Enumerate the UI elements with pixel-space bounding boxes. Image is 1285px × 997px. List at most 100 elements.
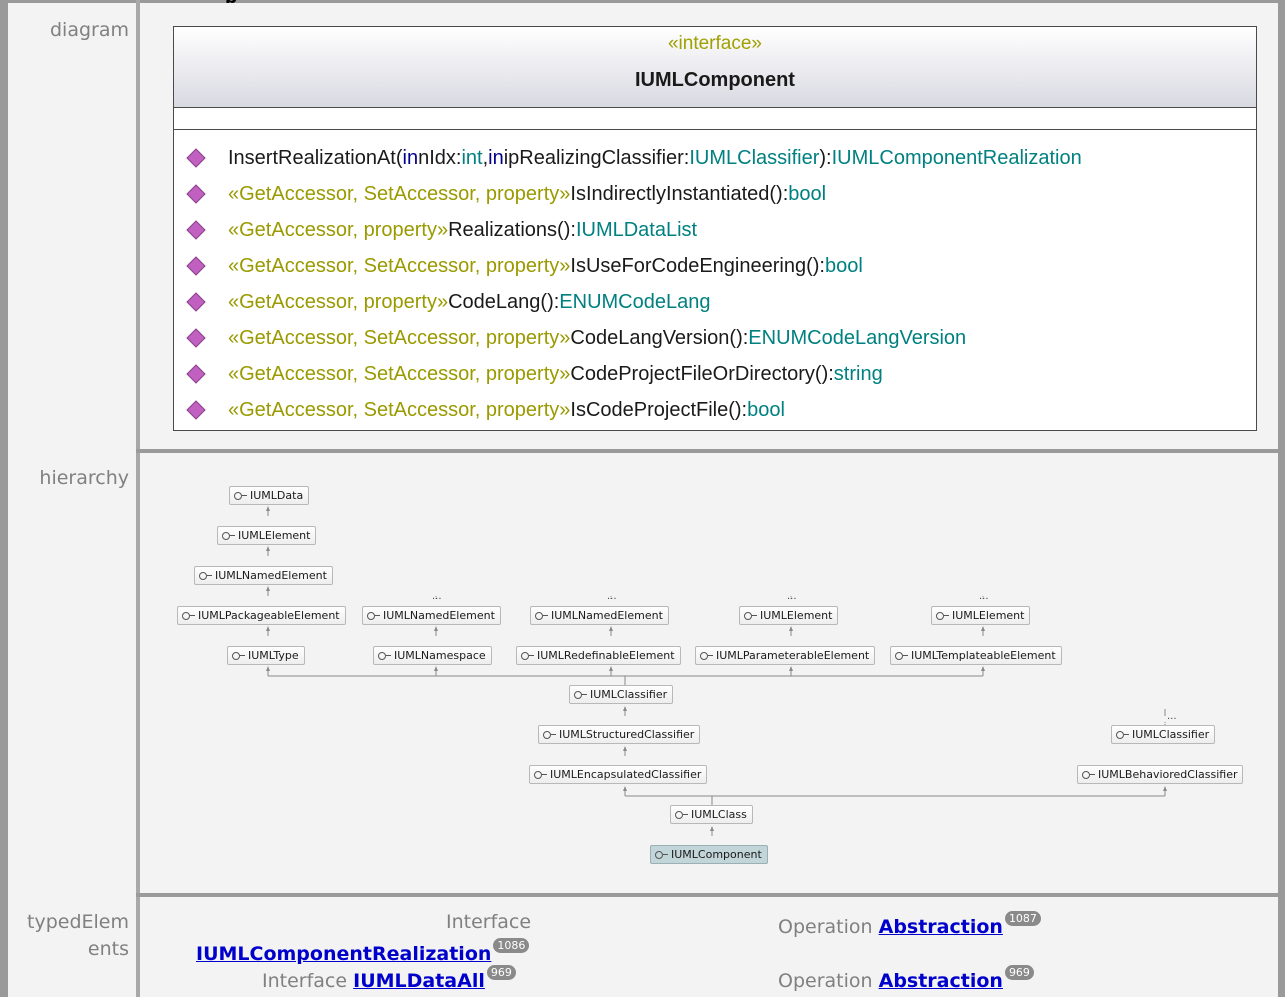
typed-row1-left-kind: Interface — [446, 911, 532, 933]
operation-text: ENUMCodeLangVersion — [748, 326, 967, 349]
node-label: IUMLElement — [238, 529, 311, 542]
operation-text: «GetAccessor, SetAccessor, property» — [228, 362, 571, 385]
hierarchy-node-iumlnamespace[interactable]: IUMLNamespace — [373, 646, 492, 665]
hierarchy-node-iumlbehavioredclassifier[interactable]: IUMLBehavioredClassifier — [1077, 765, 1244, 784]
operation-icon — [186, 328, 206, 348]
hierarchy-node-iumlnamedelement[interactable]: IUMLNamedElement — [194, 566, 333, 585]
node-label: IUMLNamedElement — [551, 609, 663, 622]
link-abstraction[interactable]: Abstraction — [878, 916, 1003, 938]
hierarchy-node-iumltemplateableelement[interactable]: IUMLTemplateableElement — [890, 646, 1062, 665]
operation-icon — [186, 400, 206, 420]
operation-text: ENUMCodeLang — [559, 290, 711, 313]
node-label: IUMLElement — [952, 609, 1025, 622]
operation-text: IsUseForCodeEngineering(): — [570, 254, 825, 277]
link-iumlcomponentrealization[interactable]: IUMLComponentRealization — [196, 943, 492, 965]
hierarchy-node-iumlclassifier[interactable]: IUMLClassifier — [569, 685, 674, 704]
hierarchy-node-current: IUMLComponent — [650, 845, 768, 864]
operation-row: «GetAccessor, SetAccessor, property» Cod… — [186, 359, 883, 389]
hierarchy-node-iumlencapsulatedclassifier[interactable]: IUMLEncapsulatedClassifier — [529, 765, 708, 784]
hierarchy-node-iumlredefinableelement[interactable]: IUMLRedefinableElement — [516, 646, 681, 665]
row-divider-2 — [0, 893, 1285, 897]
operation-row: «GetAccessor, SetAccessor, property» IsU… — [186, 251, 863, 281]
operation-icon — [186, 364, 206, 384]
hierarchy-node-iumlelement[interactable]: IUMLElement — [931, 606, 1031, 625]
operation-text: «GetAccessor, property» — [228, 218, 449, 241]
node-label: IUMLParameterableElement — [716, 649, 870, 662]
ellipsis: ... — [1167, 711, 1177, 722]
interface-icon — [574, 691, 582, 699]
node-label: IUMLStructuredClassifier — [559, 728, 695, 741]
operation-row: InsertRealizationAt(in nIdx:int, in ipRe… — [186, 143, 1082, 173]
hierarchy-node-iumlparameterableelement[interactable]: IUMLParameterableElement — [695, 646, 876, 665]
operation-text: «GetAccessor, SetAccessor, property» — [228, 254, 571, 277]
ellipsis: ... — [607, 591, 617, 602]
node-label: IUMLEncapsulatedClassifier — [550, 768, 702, 781]
link-iumldataall[interactable]: IUMLDataAll — [353, 970, 485, 992]
top-border — [0, 0, 1285, 3]
interface-icon — [1082, 771, 1090, 779]
operation-text: IsIndirectlyInstantiated(): — [570, 182, 789, 205]
operation-text: bool — [747, 398, 785, 421]
node-label: IUMLRedefinableElement — [537, 649, 675, 662]
operation-text: Realizations(): — [448, 218, 576, 241]
operation-text: , — [482, 146, 489, 169]
interface-icon — [182, 612, 190, 620]
link-abstraction[interactable]: Abstraction — [878, 970, 1003, 992]
node-label: IUMLComponent — [671, 848, 762, 861]
operation-row: «GetAccessor, SetAccessor, property» IsI… — [186, 179, 826, 209]
operation-icon — [186, 292, 206, 312]
hierarchy-node-iumlpackageableelement[interactable]: IUMLPackageableElement — [177, 606, 346, 625]
operation-text: «GetAccessor, SetAccessor, property» — [228, 398, 571, 421]
hierarchy-node-iumldata[interactable]: IUMLData — [229, 486, 310, 505]
node-label: IUMLClassifier — [590, 688, 668, 701]
attributes-separator — [174, 129, 1256, 130]
interface-icon — [675, 811, 683, 819]
operation-text: «GetAccessor, SetAccessor, property» — [228, 182, 571, 205]
interface-icon — [232, 652, 240, 660]
operation-text: CodeLangVersion(): — [570, 326, 749, 349]
hierarchy-node-iumlnamedelement[interactable]: IUMLNamedElement — [530, 606, 669, 625]
hierarchy-node-iumlelement[interactable]: IUMLElement — [739, 606, 839, 625]
operation-text: CodeLang(): — [448, 290, 560, 313]
node-label: IUMLNamedElement — [383, 609, 495, 622]
operation-row: «GetAccessor, SetAccessor, property» Cod… — [186, 323, 966, 353]
hierarchy-node-iumlclass[interactable]: IUMLClass — [670, 805, 753, 824]
interface-box: «interface» IUMLComponent InsertRealizat… — [173, 26, 1257, 431]
typed-elements-cell — [140, 897, 1278, 997]
operation-text: in — [488, 146, 504, 169]
operation-text: in — [402, 146, 419, 169]
operation-row: «GetAccessor, property» CodeLang():ENUMC… — [186, 287, 711, 317]
count-badge: 1086 — [493, 938, 530, 953]
operation-text: bool — [788, 182, 827, 205]
interface-stereotype: «interface» — [667, 33, 762, 54]
operation-text: InsertRealizationAt( — [228, 146, 403, 169]
interface-header: «interface» IUMLComponent — [174, 27, 1256, 108]
node-label: IUMLElement — [760, 609, 833, 622]
interface-icon — [1116, 731, 1124, 739]
operation-text: IUMLComponentRealization — [831, 146, 1082, 169]
node-label: IUMLTemplateableElement — [911, 649, 1056, 662]
column-divider — [136, 0, 140, 997]
hierarchy-node-iumlstructuredclassifier[interactable]: IUMLStructuredClassifier — [538, 725, 701, 744]
hierarchy-node-iumlelement[interactable]: IUMLElement — [217, 526, 317, 545]
hierarchy-node-iumlnamedelement[interactable]: IUMLNamedElement — [362, 606, 501, 625]
interface-icon — [534, 771, 542, 779]
interface-icon — [895, 652, 903, 660]
row-divider-1 — [0, 449, 1285, 453]
interface-icon — [543, 731, 551, 739]
interface-name: IUMLComponent — [635, 69, 795, 91]
count-badge: 969 — [1004, 965, 1034, 980]
row-label-diagram: diagram — [49, 19, 129, 41]
label-column — [8, 3, 136, 997]
count-badge: 1087 — [1004, 911, 1041, 926]
interface-icon — [700, 652, 708, 660]
operation-text: IUMLDataList — [575, 218, 698, 241]
operation-text: IUMLClassifier — [689, 146, 820, 169]
operation-text: CodeProjectFileOrDirectory(): — [570, 362, 834, 385]
hierarchy-node-iumlclassifier[interactable]: IUMLClassifier — [1111, 725, 1216, 744]
hierarchy-node-iumltype[interactable]: IUMLType — [227, 646, 305, 665]
interface-icon — [199, 572, 207, 580]
right-border — [1278, 0, 1285, 997]
